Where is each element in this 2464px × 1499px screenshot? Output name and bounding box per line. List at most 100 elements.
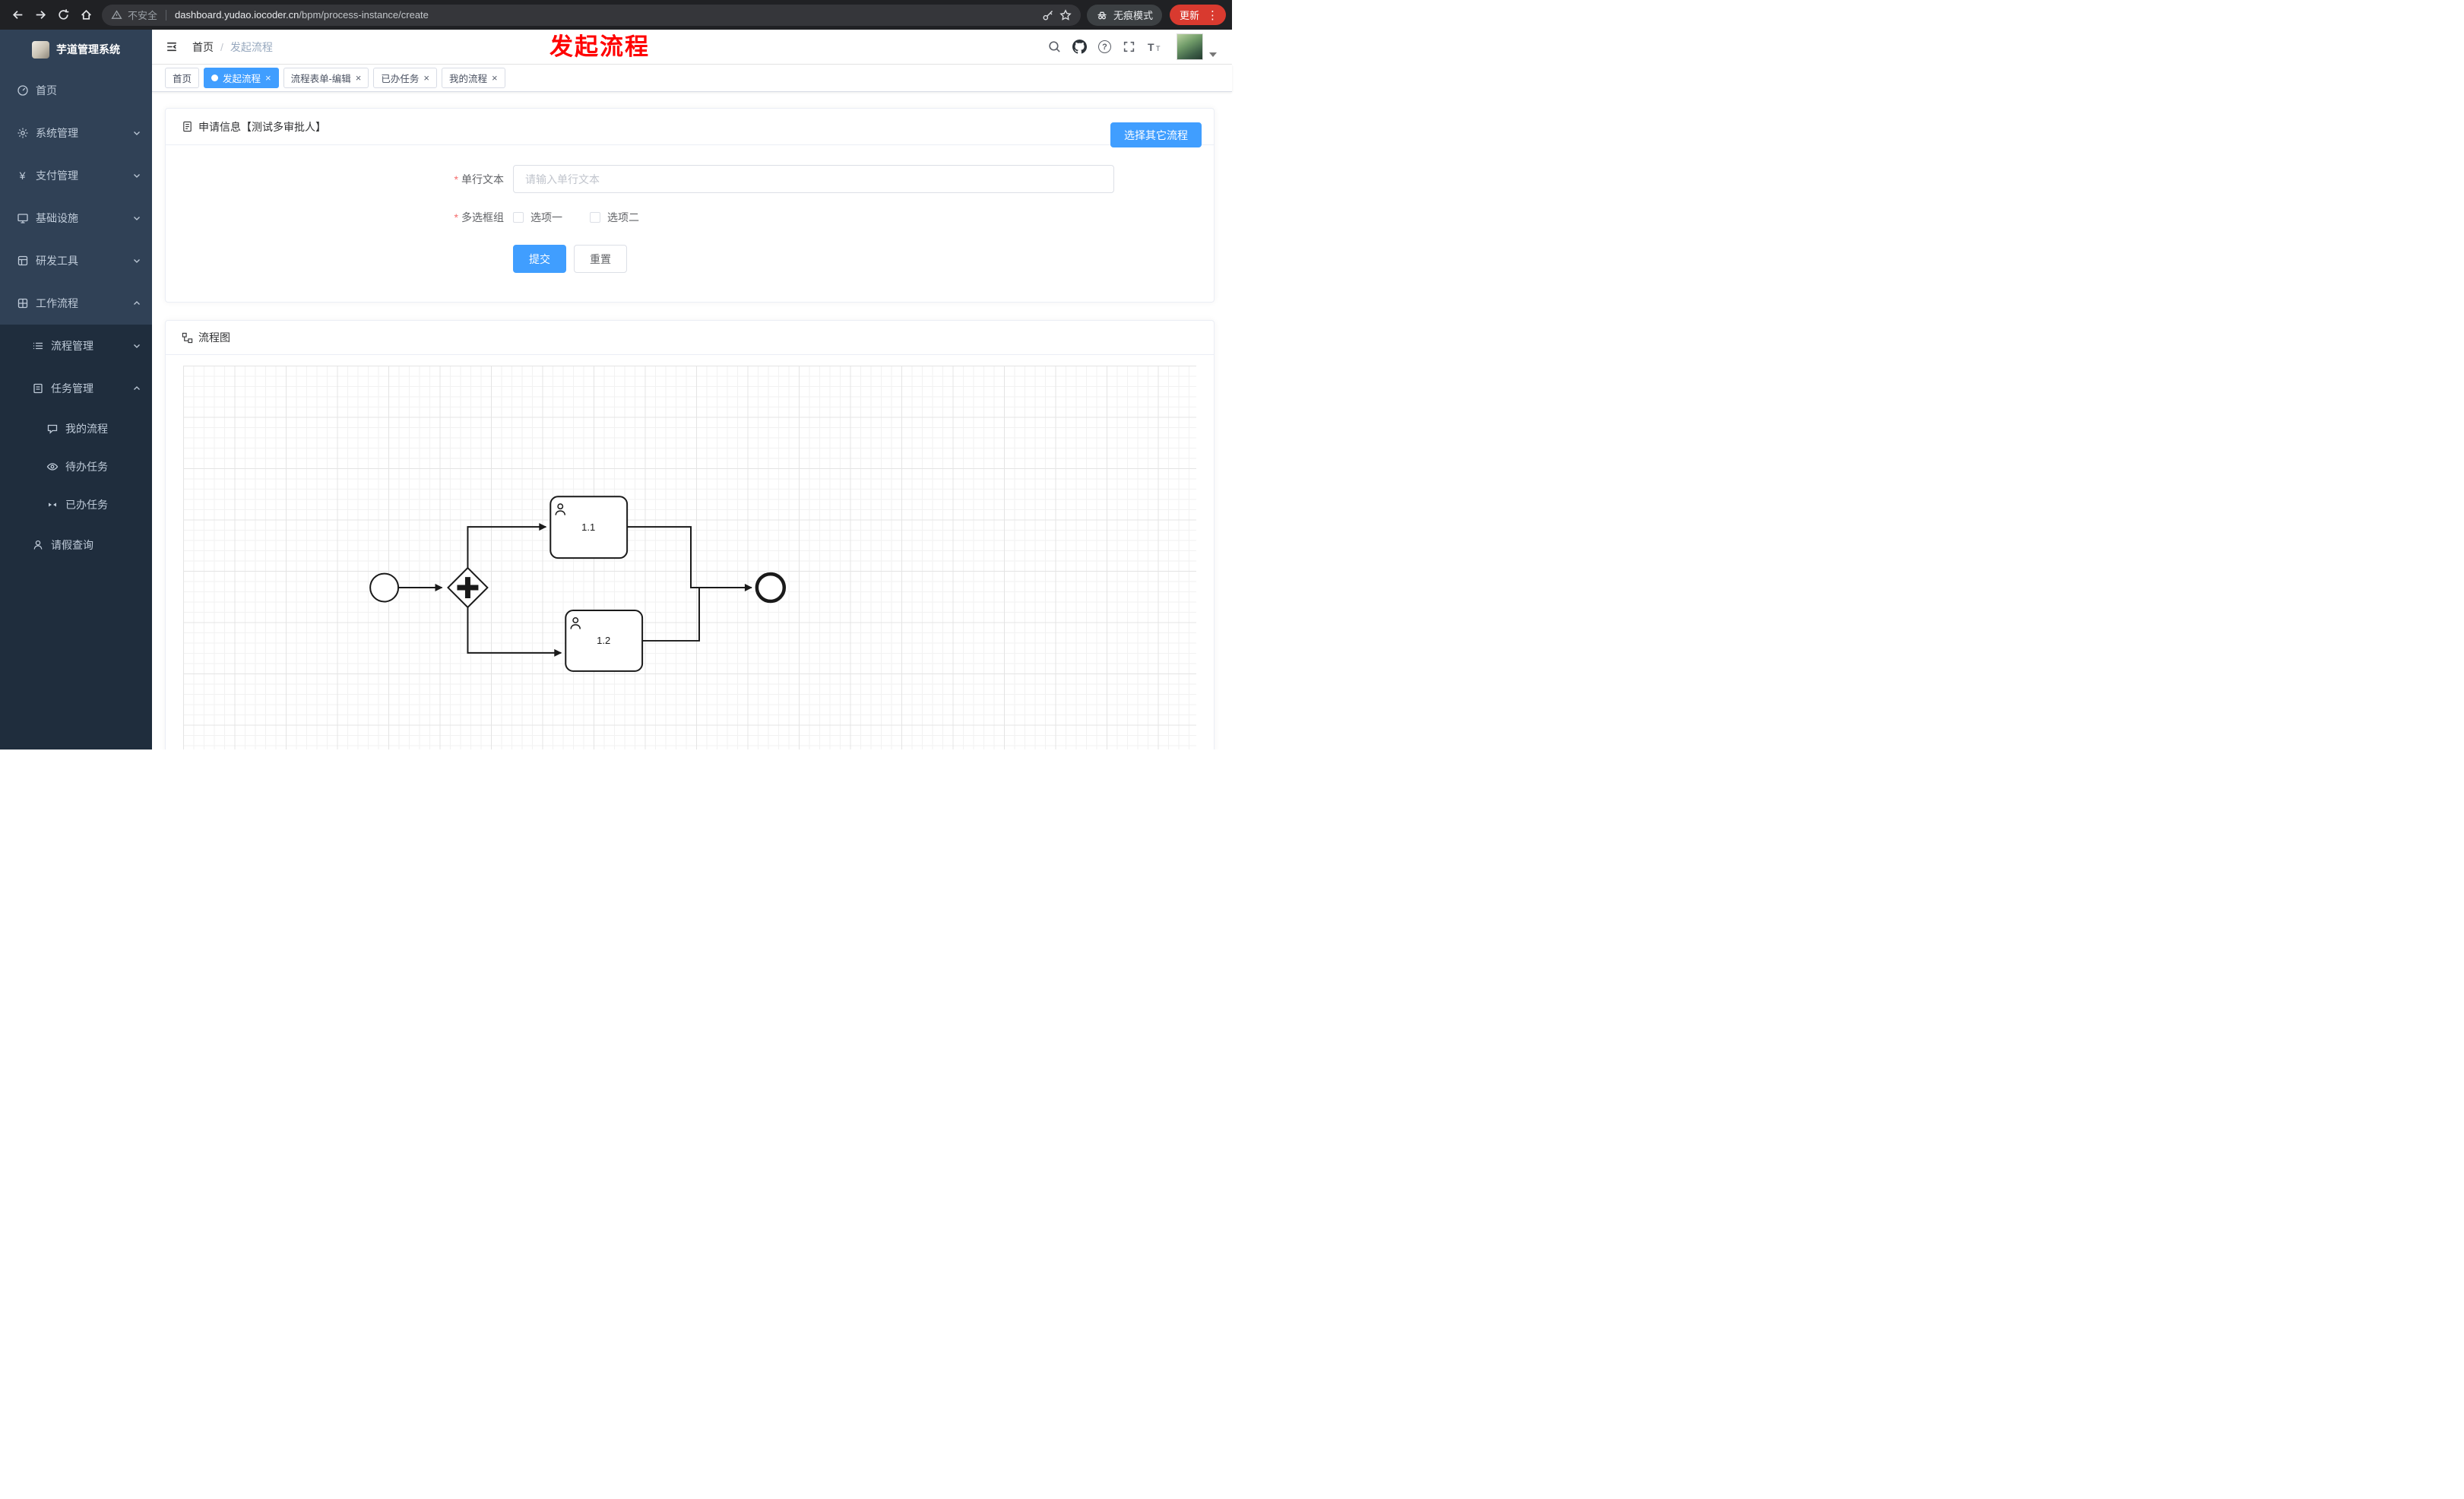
sidebar-item-dev-tools[interactable]: 研发工具 <box>0 239 152 282</box>
tab-create-process[interactable]: 发起流程 × <box>204 68 279 88</box>
yen-icon: ¥ <box>19 170 26 182</box>
form-row-checkbox: *多选框组 选项一 选项二 <box>166 210 1214 225</box>
task-label: 1.1 <box>581 521 595 533</box>
close-icon[interactable]: × <box>355 72 362 84</box>
checkbox-label: 选项二 <box>607 211 639 223</box>
checkbox-box[interactable] <box>513 212 524 223</box>
chevron-down-icon <box>132 341 141 350</box>
sidebar-item-process-mgmt[interactable]: 流程管理 <box>0 325 152 367</box>
browser-menu-icon[interactable]: ⋮ <box>1207 8 1218 22</box>
tab-process-form-edit[interactable]: 流程表单-编辑 × <box>283 68 369 88</box>
help-button[interactable]: ? <box>1098 40 1111 53</box>
task-label: 1.2 <box>597 635 610 646</box>
tab-label: 流程表单-编辑 <box>290 74 351 84</box>
checkbox-option-2[interactable]: 选项二 <box>590 210 639 225</box>
apply-form: *单行文本 *多选框组 选项一 选项二 <box>166 145 1214 273</box>
sidebar-item-label: 已办任务 <box>65 499 108 511</box>
github-button[interactable] <box>1072 40 1087 54</box>
choose-other-process-button[interactable]: 选择其它流程 <box>1110 122 1202 147</box>
tab-done-task[interactable]: 已办任务 × <box>373 68 437 88</box>
search-button[interactable] <box>1048 40 1061 53</box>
sidebar-fold-button[interactable] <box>165 40 179 53</box>
sidebar-item-payment[interactable]: ¥ 支付管理 <box>0 154 152 197</box>
sidebar-item-infrastructure[interactable]: 基础设施 <box>0 197 152 239</box>
address-bar[interactable]: 不安全 dashboard.yudao.iocoder.cn/bpm/proce… <box>102 4 1081 26</box>
sidebar-item-todo-task[interactable]: 待办任务 <box>0 448 152 486</box>
sidebar-item-home[interactable]: 首页 <box>0 69 152 112</box>
text-field-label: *单行文本 <box>166 172 513 187</box>
sidebar-item-label: 首页 <box>36 84 57 97</box>
bookmark-star-icon[interactable] <box>1059 8 1072 21</box>
update-button[interactable]: 更新 ⋮ <box>1169 5 1226 25</box>
tab-home[interactable]: 首页 <box>165 68 200 88</box>
single-line-text-input[interactable] <box>513 165 1114 193</box>
sidebar-item-label: 任务管理 <box>51 382 93 395</box>
forward-button[interactable] <box>29 4 52 27</box>
overlay-page-title: 发起流程 <box>549 33 650 60</box>
monitor-icon <box>16 212 29 224</box>
user-task-icon <box>570 617 581 629</box>
required-mark: * <box>454 173 458 185</box>
chevron-down-icon <box>132 256 141 265</box>
sidebar-item-workflow[interactable]: 工作流程 <box>0 282 152 325</box>
sidebar-item-system[interactable]: 系统管理 <box>0 112 152 154</box>
bpmn-end-event[interactable] <box>755 572 787 604</box>
sidebar-item-my-process[interactable]: 我的流程 <box>0 410 152 448</box>
fullscreen-icon <box>1123 41 1135 52</box>
close-icon[interactable]: × <box>265 72 271 84</box>
app-logo[interactable]: 芋道管理系统 <box>0 30 152 69</box>
dashboard-icon <box>16 84 29 97</box>
home-button[interactable] <box>74 4 97 27</box>
back-icon <box>12 11 22 19</box>
sidebar-item-label: 基础设施 <box>36 212 78 224</box>
sidebar-item-label: 支付管理 <box>36 170 78 182</box>
chevron-up-icon <box>132 384 141 393</box>
svg-text:T: T <box>1148 41 1154 53</box>
sidebar-item-label: 请假查询 <box>51 539 93 551</box>
person-icon <box>31 539 44 551</box>
tab-my-process[interactable]: 我的流程 × <box>442 68 505 88</box>
close-icon[interactable]: × <box>492 72 498 84</box>
submit-button[interactable]: 提交 <box>513 245 566 273</box>
page-content: 申请信息【测试多审批人】 选择其它流程 *单行文本 *多选框组 选项一 <box>152 92 1232 750</box>
card-title: 流程图 <box>198 331 230 344</box>
sidebar-item-leave-query[interactable]: 请假查询 <box>0 524 152 566</box>
sidebar-item-done-task[interactable]: 已办任务 <box>0 486 152 524</box>
checkbox-option-1[interactable]: 选项一 <box>513 210 562 225</box>
avatar[interactable] <box>1177 33 1203 60</box>
workflow-icon <box>16 297 29 309</box>
bpmn-diagram[interactable]: 1.1 1.2 <box>183 366 1196 750</box>
bpmn-parallel-gateway[interactable] <box>447 566 489 609</box>
sidebar-item-label: 流程管理 <box>51 340 93 352</box>
bpmn-user-task-1-2[interactable]: 1.2 <box>565 609 644 672</box>
eye-icon <box>46 461 59 473</box>
back-button[interactable] <box>6 4 29 27</box>
user-task-icon <box>555 503 565 515</box>
bpmn-canvas[interactable]: 1.1 1.2 <box>183 366 1196 750</box>
app-title: 芋道管理系统 <box>56 43 120 55</box>
url-domain: dashboard.yudao.iocoder.cn <box>175 9 299 21</box>
bpmn-start-event[interactable] <box>369 572 400 603</box>
tab-label: 我的流程 <box>449 74 488 84</box>
breadcrumb-home[interactable]: 首页 <box>192 40 214 53</box>
reset-button[interactable]: 重置 <box>574 245 627 273</box>
refresh-button[interactable] <box>52 4 74 27</box>
sidebar-item-label: 我的流程 <box>65 423 108 435</box>
checkbox-box[interactable] <box>590 212 600 223</box>
chevron-down-icon <box>132 171 141 180</box>
close-icon[interactable]: × <box>423 72 429 84</box>
sidebar-item-task-mgmt[interactable]: 任务管理 <box>0 367 152 410</box>
bowtie-icon <box>46 499 59 511</box>
bpmn-user-task-1-1[interactable]: 1.1 <box>549 496 629 559</box>
checkbox-group: 选项一 选项二 <box>513 210 639 225</box>
user-menu[interactable] <box>1177 33 1217 60</box>
active-dot <box>211 74 219 81</box>
sidebar-item-label: 待办任务 <box>65 461 108 473</box>
required-mark: * <box>454 211 458 223</box>
key-icon[interactable] <box>1042 9 1054 21</box>
chat-bubble-icon <box>46 423 59 435</box>
fullscreen-button[interactable] <box>1123 40 1135 53</box>
document-icon <box>182 121 193 132</box>
card-header: 流程图 <box>166 321 1214 355</box>
